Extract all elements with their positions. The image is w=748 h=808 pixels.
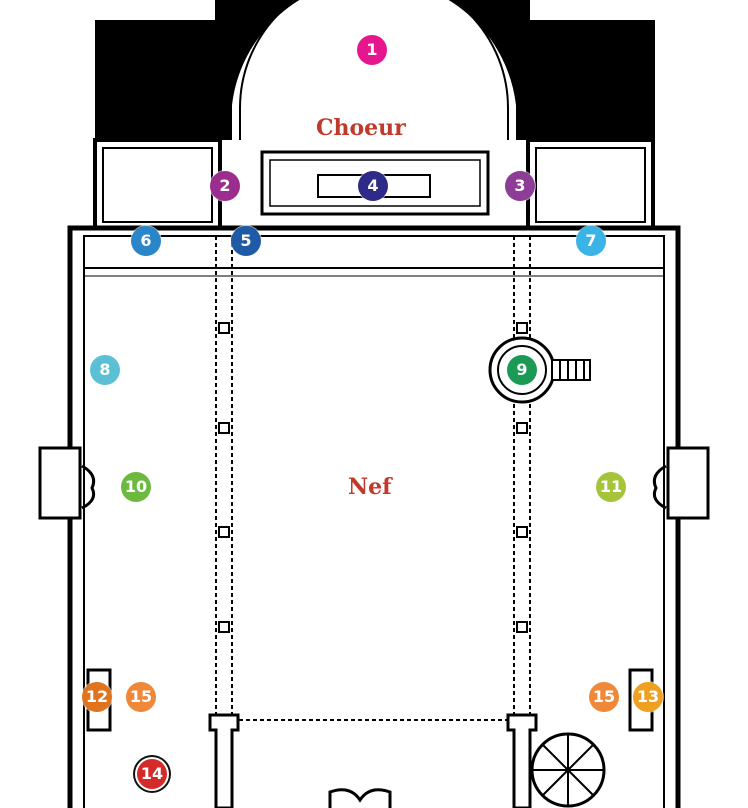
poi-marker-3[interactable]: 3 (505, 171, 535, 201)
poi-marker-5[interactable]: 5 (231, 226, 261, 256)
poi-marker-13[interactable]: 13 (633, 682, 663, 712)
nave-outline (67, 225, 681, 808)
poi-marker-10[interactable]: 10 (121, 472, 151, 502)
poi-marker-2[interactable]: 2 (210, 171, 240, 201)
poi-marker-6[interactable]: 6 (131, 226, 161, 256)
poi-marker-9[interactable]: 9 (507, 355, 537, 385)
choir-label: Choeur (316, 115, 406, 141)
poi-marker-7[interactable]: 7 (576, 226, 606, 256)
poi-marker-14[interactable]: 14 (137, 759, 167, 789)
poi-marker-15-right[interactable]: 15 (589, 682, 619, 712)
poi-marker-1[interactable]: 1 (357, 35, 387, 65)
right-chapel (526, 138, 655, 232)
left-chapel (93, 138, 222, 232)
poi-marker-11[interactable]: 11 (596, 472, 626, 502)
poi-marker-8[interactable]: 8 (90, 355, 120, 385)
poi-marker-4[interactable]: 4 (358, 171, 388, 201)
nave-label: Nef (348, 474, 392, 500)
apse-interior (228, 0, 520, 147)
poi-marker-15-left[interactable]: 15 (126, 682, 156, 712)
poi-marker-12[interactable]: 12 (82, 682, 112, 712)
altar-outline (260, 150, 490, 216)
